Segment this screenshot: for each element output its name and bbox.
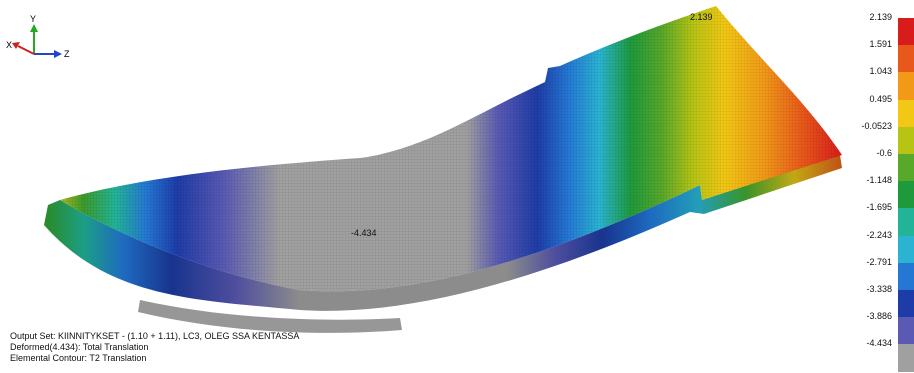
contour-legend: 2.139 1.591 1.043 0.495 -0.0523 -0.6 -1.148 -1.…: [846, 12, 914, 373]
legend-swatch: [898, 344, 914, 372]
plate-side-face: [44, 155, 842, 311]
axis-x-label: X: [6, 40, 13, 50]
legend-value: -2.243: [866, 229, 892, 240]
legend-value: -1.148: [866, 175, 892, 186]
axis-triad: Y X Z: [4, 14, 84, 70]
legend-swatch: [898, 181, 914, 209]
legend-value: 1.591: [869, 39, 892, 50]
legend-swatch: [898, 154, 914, 182]
deformed-text: Deformed(4.434): Total Translation: [10, 342, 149, 352]
legend-value: -0.6: [876, 148, 892, 158]
legend-swatch: [898, 126, 914, 154]
legend-value: 2.139: [869, 12, 892, 22]
legend-value: 0.495: [869, 93, 892, 104]
legend-swatch: [898, 262, 914, 290]
legend-swatches: [898, 12, 914, 373]
legend-swatch: [898, 290, 914, 318]
max-value-label: 2.139: [690, 12, 713, 22]
legend-value: -1.695: [866, 202, 892, 213]
axis-triad-icon: [12, 24, 62, 58]
legend-value: -4.434: [866, 338, 892, 349]
output-set-text: Output Set: KIINNITYKSET - (1.10 + 1.11)…: [10, 331, 300, 341]
plate-front-lip: [138, 300, 402, 333]
legend-swatch: [898, 99, 914, 127]
legend-swatch: [898, 235, 914, 263]
axis-y-label: Y: [30, 14, 37, 24]
legend-value: -3.338: [866, 284, 892, 294]
legend-value: 1.043: [869, 66, 892, 77]
legend-swatch: [898, 208, 914, 236]
legend-swatch: [898, 18, 914, 46]
legend-value: -2.791: [866, 256, 892, 267]
legend-swatch: [898, 317, 914, 345]
legend-value: -3.886: [866, 311, 892, 322]
contour-text: Elemental Contour: T2 Translation: [10, 353, 147, 363]
legend-swatch: [898, 45, 914, 73]
legend-swatch: [898, 72, 914, 100]
axis-z-label: Z: [64, 49, 70, 59]
results-info: Output Set: KIINNITYKSET - (1.10 + 1.11)…: [10, 331, 299, 364]
min-value-label: -4.434: [351, 228, 377, 238]
legend-value: -0.0523: [861, 120, 892, 131]
legend-values: 2.139 1.591 1.043 0.495 -0.0523 -0.6 -1.148 -1.…: [846, 12, 892, 373]
